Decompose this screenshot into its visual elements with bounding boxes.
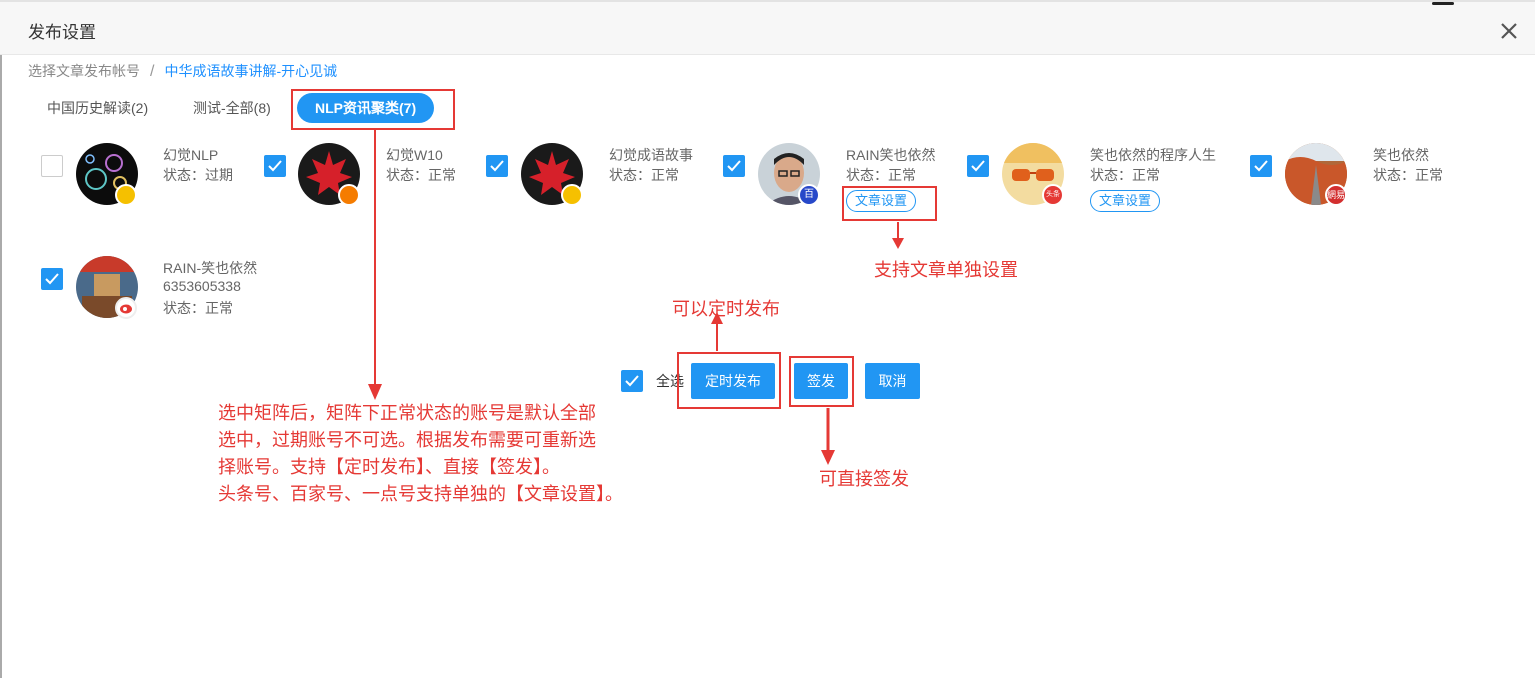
main-annotation-line: 选中，过期账号不可选。根据发布需要可重新选 xyxy=(218,430,596,451)
main-annotation-line: 择账号。支持【定时发布】、直接【签发】。 xyxy=(218,457,560,478)
baijia-badge-text: 百 xyxy=(804,189,814,200)
main-annotation-line: 选中矩阵后，矩阵下正常状态的账号是默认全部 xyxy=(218,403,596,424)
account-name: 笑也依然 xyxy=(1373,147,1429,163)
avatar xyxy=(76,143,138,205)
main-annotation-line: 头条号、百家号、一点号支持单独的【文章设置】。 xyxy=(218,484,623,505)
account-status: 状态：正常 xyxy=(846,167,916,183)
breadcrumb-separator: / xyxy=(150,63,155,80)
schedule-annotation: 可以定时发布 xyxy=(672,299,780,320)
account-id: 6353605338 xyxy=(163,278,241,294)
close-icon[interactable] xyxy=(1498,20,1520,42)
account-name: RAIN笑也依然 xyxy=(846,147,936,163)
account-status: 状态：正常 xyxy=(1090,167,1160,183)
cancel-button[interactable]: 取消 xyxy=(865,363,920,399)
account-name: 幻觉NLP xyxy=(163,147,219,163)
breadcrumb: 选择文章发布帐号 / 中华成语故事讲解-开心见诚 xyxy=(28,61,337,81)
toutiao-icon: 头条 xyxy=(1042,184,1064,206)
weibo-icon xyxy=(115,297,137,319)
avatar xyxy=(298,143,360,205)
baijia-icon: 百 xyxy=(798,184,820,206)
highlight-schedule-box xyxy=(677,352,781,409)
account-checkbox[interactable] xyxy=(264,155,286,177)
account-status: 状态：正常 xyxy=(1373,167,1443,183)
account-checkbox[interactable] xyxy=(1250,155,1272,177)
schedule-publish-button[interactable]: 定时发布 xyxy=(691,363,775,399)
account-checkbox xyxy=(41,155,63,177)
breadcrumb-current[interactable]: 中华成语故事讲解-开心见诚 xyxy=(164,63,338,79)
settings-annotation: 支持文章单独设置 xyxy=(874,260,1018,281)
account-status: 状态：正常 xyxy=(609,167,679,183)
account-name: RAIN-笑也依然 xyxy=(163,260,258,276)
publish-button[interactable]: 签发 xyxy=(794,363,848,399)
account-checkbox[interactable] xyxy=(486,155,508,177)
select-all-checkbox[interactable] xyxy=(621,370,643,392)
account-name: 幻觉W10 xyxy=(386,147,443,163)
breadcrumb-root[interactable]: 选择文章发布帐号 xyxy=(28,63,140,79)
toutiao-badge-text: 头条 xyxy=(1046,191,1060,198)
dialog-left-border xyxy=(0,55,2,678)
netease-icon: 網易 xyxy=(1325,184,1347,206)
highlight-publish-box xyxy=(789,356,854,407)
tab-test-all[interactable]: 测试-全部(8) xyxy=(193,100,271,116)
article-settings-button[interactable]: 文章设置 xyxy=(846,190,917,212)
dialog-title: 发布设置 xyxy=(28,23,96,42)
account-checkbox[interactable] xyxy=(967,155,989,177)
account-name: 笑也依然的程序人生 xyxy=(1090,147,1216,163)
account-name: 幻觉成语故事 xyxy=(609,147,693,163)
account-status: 状态：正常 xyxy=(386,167,456,183)
highlight-tab-box xyxy=(291,89,455,130)
account-status: 状态：正常 xyxy=(163,300,233,316)
netease-badge-text: 網易 xyxy=(1327,190,1346,200)
main-annotation: 选中矩阵后，矩阵下正常状态的账号是默认全部 选中，过期账号不可选。根据发布需要可… xyxy=(218,400,623,508)
tab-china-history[interactable]: 中国历史解读(2) xyxy=(47,100,149,116)
penguin-icon xyxy=(561,184,583,206)
uc-icon xyxy=(115,184,137,206)
account-status: 状态：过期 xyxy=(163,167,233,183)
article-settings-button[interactable]: 文章设置 xyxy=(1090,190,1161,212)
highlight-settings-box xyxy=(842,186,937,221)
account-checkbox[interactable] xyxy=(41,268,63,290)
publish-annotation: 可直接签发 xyxy=(819,469,909,490)
dialog-header: 发布设置 xyxy=(0,0,1535,55)
sohu-icon xyxy=(338,184,360,206)
avatar xyxy=(1285,143,1347,205)
account-checkbox[interactable] xyxy=(723,155,745,177)
tab-nlp-cluster[interactable]: NLP资讯聚类(7) xyxy=(297,93,435,123)
window-handle xyxy=(1432,2,1454,5)
